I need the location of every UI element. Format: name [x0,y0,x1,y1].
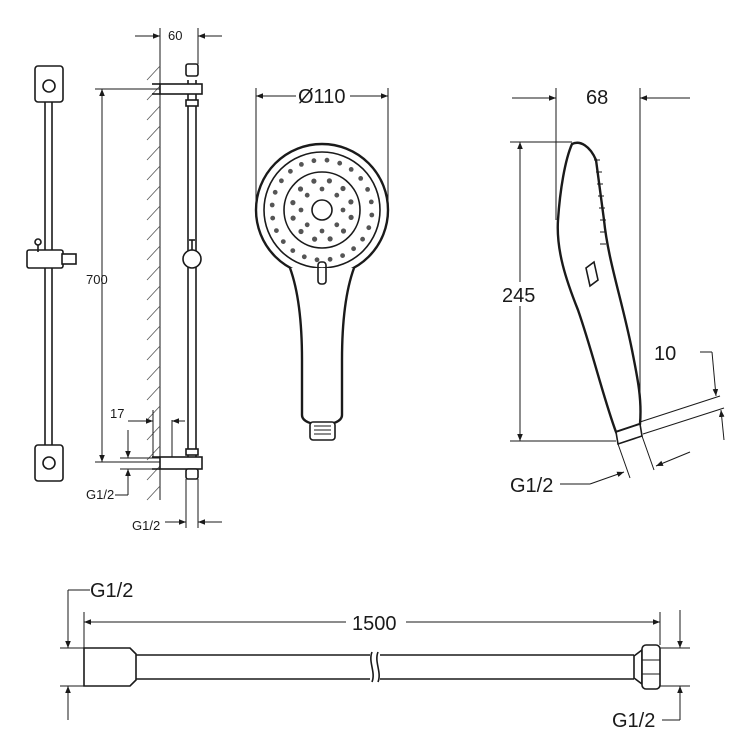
rail-front-view [26,65,77,482]
rail-offset-label: 17 [110,406,124,421]
nozzle-dot [298,228,304,235]
nozzle-dot [279,178,284,184]
nozzle-dot [288,168,293,174]
nozzle-dot [348,199,354,205]
nozzle-dot [327,236,333,242]
nozzle-dot [299,162,304,167]
hose-dimensions: 1500 G1/2 G1/2 [60,580,690,732]
rail-width-label: 60 [168,28,182,43]
nozzle-dot [369,212,375,218]
nozzle-dot [304,222,310,228]
nozzle-dot [351,246,356,252]
nozzle-dot [368,199,374,205]
nozzle-dot [312,236,318,242]
nozzle-dot [290,215,296,221]
rail-height-label: 700 [86,272,108,287]
handset-depth-label: 68 [586,87,608,109]
nozzle-dot [319,186,325,192]
nozzle-dot [301,254,307,260]
nozzle-dot [304,192,310,198]
nozzle-dot [326,178,332,184]
nozzle-dot [348,214,354,220]
nozzle-dot [337,160,343,166]
hose-thread-left-label: G1/2 [90,580,133,602]
handset-front-view [254,142,390,441]
nozzle-dot [340,207,346,213]
nozzle-dot [311,178,317,184]
rail-thread-left-label: G1/2 [86,487,114,502]
handset-thread-dim-label: 10 [654,343,676,365]
nozzle-dot [334,192,340,198]
nozzle-dot [269,202,275,208]
nozzle-dot [272,189,278,195]
nozzle-dot [360,236,365,242]
nozzle-dot [280,239,286,245]
nozzle-dot [290,200,296,206]
nozzle-dot [319,228,325,234]
handset-thread-label: G1/2 [510,475,553,497]
rail-thread-bottom-label: G1/2 [132,518,160,533]
rail-side-view [146,58,203,501]
handset-length-label: 245 [502,285,535,307]
nozzle-dot [327,256,333,262]
nozzle-dot [290,248,296,254]
nozzle-dot [311,158,317,164]
handset-diameter-label: Ø110 [298,86,345,108]
nozzle-dot [314,257,320,263]
hose-thread-right-label: G1/2 [612,710,655,732]
nozzle-dot [365,187,370,192]
wall-hatching [146,65,161,501]
nozzle-dot [366,225,372,231]
handset-side-view [556,141,643,446]
nozzle-dot [324,157,330,163]
handset-side-dimensions: 68 245 10 G1/2 [500,86,725,497]
spray-nozzles [269,157,375,263]
handset-diameter-dimension: Ø110 [255,84,389,206]
nozzle-dot [274,228,279,234]
nozzle-dot [270,215,276,221]
nozzle-dot [340,228,347,234]
nozzle-dot [297,186,304,192]
nozzle-dot [340,253,345,258]
nozzle-dot [358,176,364,181]
nozzle-dot [340,185,346,192]
nozzle-dot [334,222,340,228]
nozzle-dot [298,207,304,213]
hose-drawing [83,644,661,690]
hose-length-label: 1500 [352,613,397,635]
side-nozzle-ridges [594,159,606,245]
nozzle-dot [348,167,354,172]
rail-dimensions: 60 700 17 G1/2 G1/2 [86,28,222,533]
